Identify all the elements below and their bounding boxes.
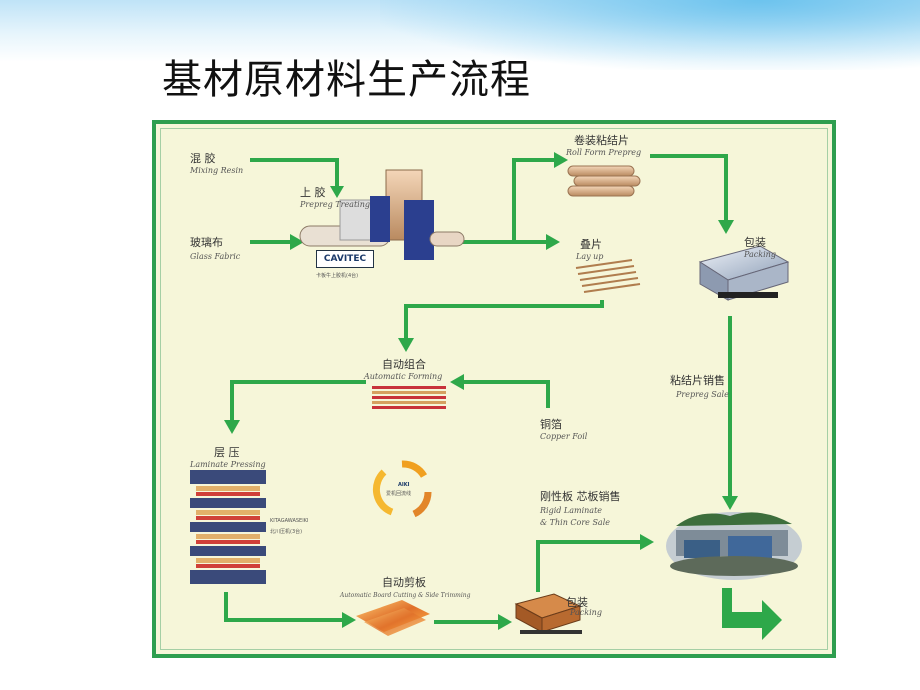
arrow-copper-to-forming [462,380,550,408]
prepreg-sale-label-en: Prepreg Sale [676,390,729,399]
cavitec-note: 卡板牛上胶机(4台) [316,273,359,279]
prepreg-sale-label-zh: 粘结片销售 [670,374,725,387]
lay-up-label-en: Lay up [576,252,604,261]
header-wave-decoration [380,0,920,70]
arrow-pressing-to-cutting [224,592,344,622]
lay-up-stack-icon [575,259,641,293]
process-diagram-inner-border [160,128,828,650]
kitagawa-note: 北川压机(3台) [270,529,303,535]
arrow-layup-to-forming [404,300,604,340]
packing-bottom-label-zh: 包装 [566,596,588,609]
arrow-mixing-to-treating [250,158,339,188]
roll-form-prepreg-icon [567,165,641,197]
laminate-pressing-label-en: Laminate Pressing [190,460,266,469]
lay-up-label-zh: 叠片 [580,238,602,251]
slide-title: 基材原材料生产流程 [162,57,531,103]
rigid-sale-label-zh: 刚性板 芯板销售 [540,490,621,503]
arrow-packing-to-rigid-sale [536,540,642,592]
roll-form-label-zh: 卷装粘结片 [574,134,629,147]
mixing-resin-label-en: Mixing Resin [190,166,244,175]
rigid-sale-label-en1: Rigid Laminate [540,506,603,515]
arrow-branch-to-rollform [512,158,556,242]
prepreg-treating-label-en: Prepreg Treating [300,200,370,209]
arrow-heads [224,152,738,630]
pallet-box-icon [514,593,582,634]
board-cutting-label-en: Automatic Board Cutting & Side Trimming [340,592,471,599]
treating-machine-icon [299,169,465,260]
kitagawa-brand-label: KITAGAWASEIKI [270,518,309,524]
arrow-forming-to-pressing [230,380,366,422]
automatic-forming-label-zh: 自动组合 [382,358,426,371]
packing-top-label-zh: 包装 [744,236,766,249]
automatic-forming-label-en: Automatic Forming [364,372,443,381]
board-cutting-icon [356,600,430,636]
cavitec-brand-label: CAVITEC [316,250,374,268]
packing-top-label-en: Packing [744,250,776,259]
aiki-recycle-icon [372,460,432,518]
aiki-note: 爱机回流线 [386,491,412,497]
packing-bottom-label-en: Packing [570,608,602,617]
packing-machine-icon [698,245,790,301]
laminate-press-icon [190,470,266,584]
automatic-forming-icon [372,386,446,409]
glass-fabric-label-zh: 玻璃布 [190,236,223,249]
arrow-rollform-to-packing [650,154,728,222]
roll-form-label-en: Roll Form Prepreg [566,148,642,157]
glass-fabric-label-en: Glass Fabric [190,252,241,261]
mixing-resin-label-zh: 混 胶 [190,152,216,165]
copper-foil-label-zh: 铜箔 [540,418,562,431]
copper-foil-label-en: Copper Foil [540,432,588,441]
exit-arrow-icon [722,588,782,640]
flow-arrows [224,154,732,624]
laminate-pressing-label-zh: 层 压 [214,446,240,459]
aiki-brand-label: AIKI [398,482,410,488]
rigid-sale-label-en2: & Thin Core Sale [540,518,610,527]
delivery-trucks-photo [666,512,802,580]
prepreg-treating-label-zh: 上 胶 [300,186,326,199]
board-cutting-label-zh: 自动剪板 [382,576,426,589]
